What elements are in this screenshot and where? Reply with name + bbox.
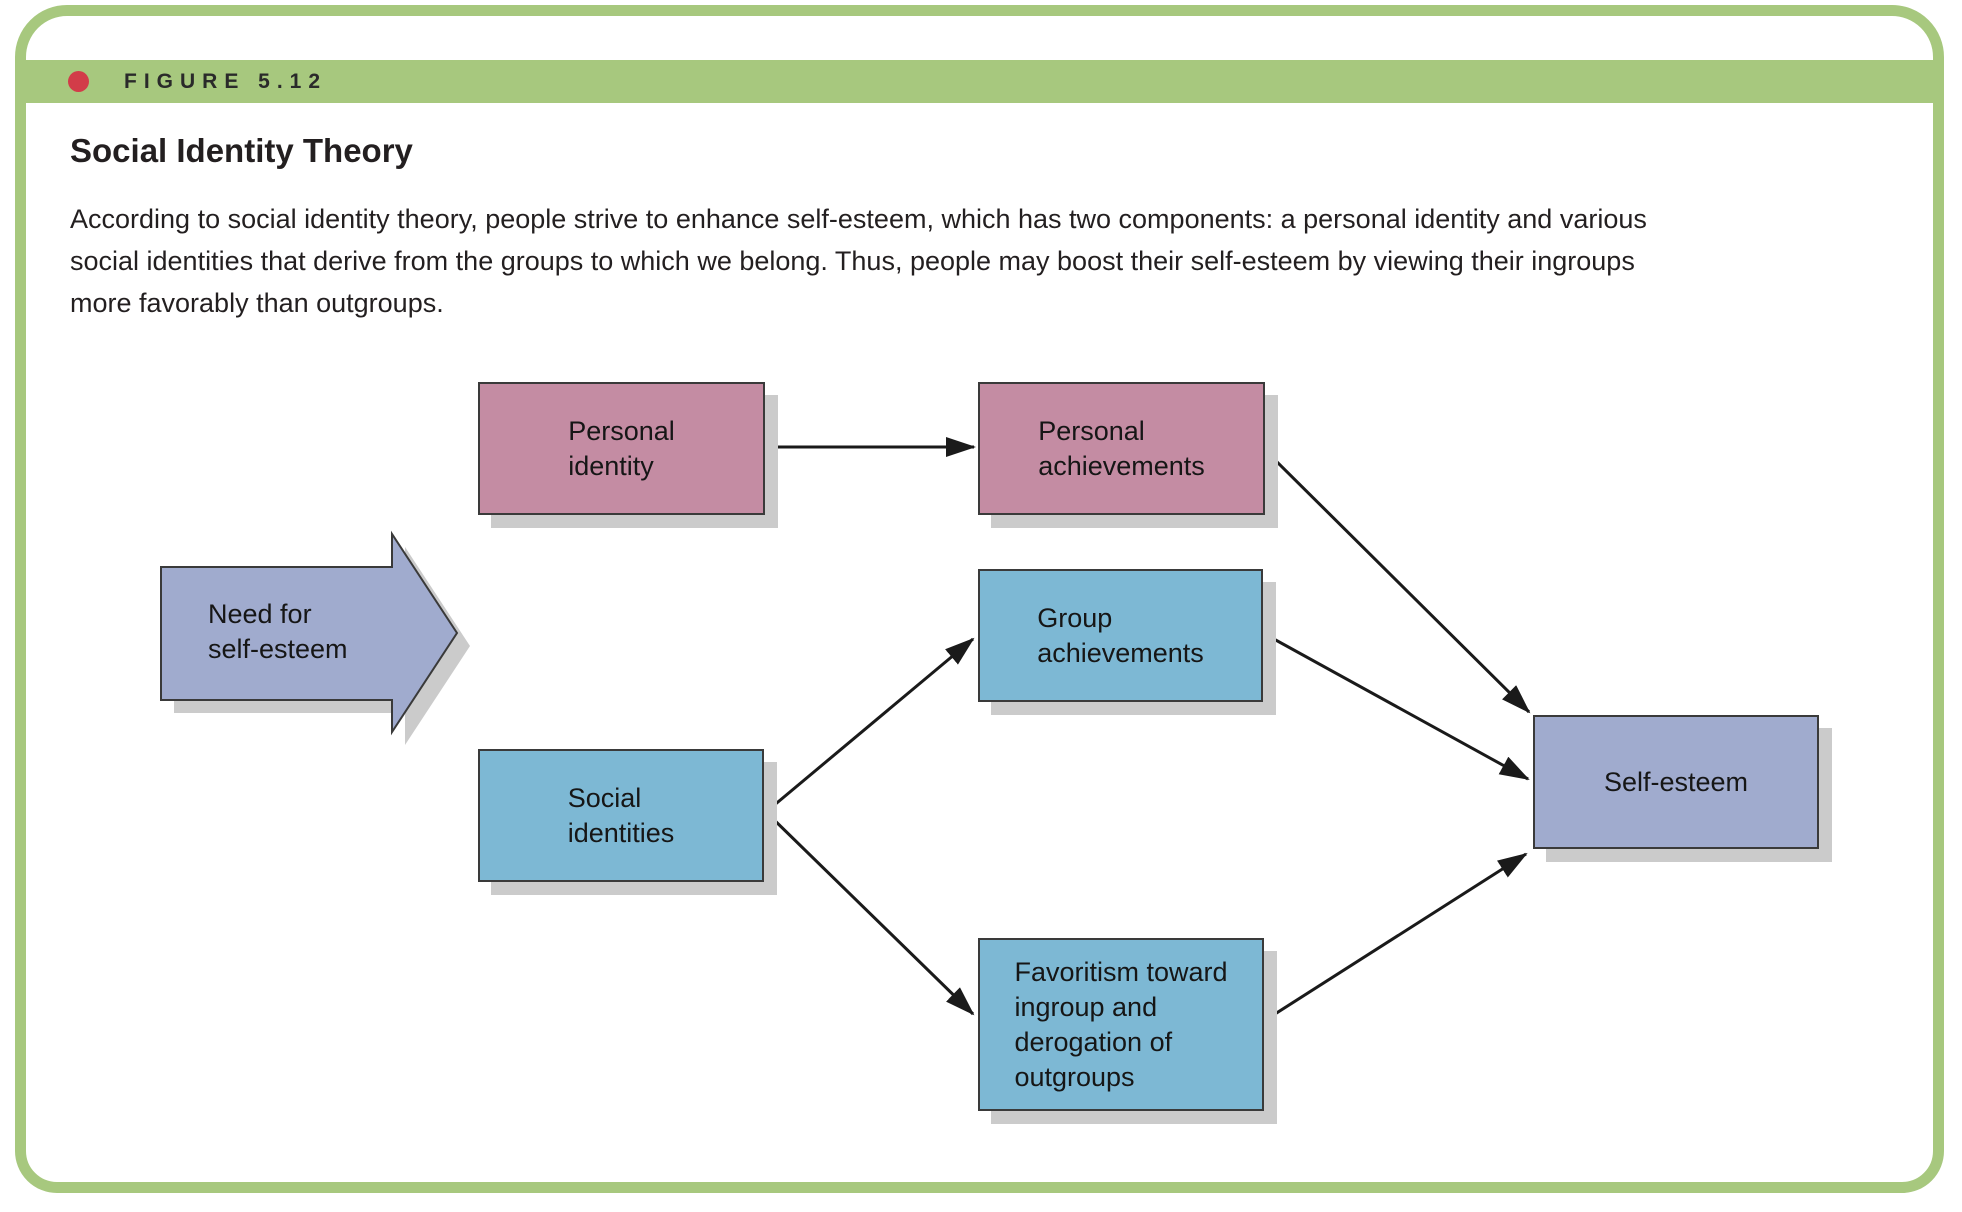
red-bullet-icon: [68, 71, 89, 92]
figure-header-band: [19, 60, 1943, 103]
figure-number-label: FIGURE 5.12: [124, 70, 328, 93]
box-favoritism: Favoritism toward ingroup and derogation…: [978, 938, 1264, 1111]
box-social-identities-label: Social identities: [567, 782, 675, 848]
box-group-achievements-label: Group achievements: [1037, 602, 1204, 668]
box-personal-identity: Personal identity: [478, 382, 765, 515]
box-personal-achievements: Personal achievements: [978, 382, 1265, 515]
box-favoritism-label: Favoritism toward ingroup and derogation…: [1014, 956, 1228, 1092]
box-self-esteem-label: Self-esteem: [1603, 766, 1749, 797]
need-arrow-label: Need for self-esteem: [208, 599, 348, 664]
box-personal-achievements-label: Personal achievements: [1038, 415, 1205, 481]
figure-caption: According to social identity theory, peo…: [70, 204, 1647, 318]
box-social-identities: Social identities: [478, 749, 764, 882]
box-group-achievements: Group achievements: [978, 569, 1263, 702]
figure-title: Social Identity Theory: [70, 132, 413, 169]
box-personal-identity-label: Personal identity: [568, 415, 675, 481]
box-self-esteem: Self-esteem: [1533, 715, 1819, 849]
